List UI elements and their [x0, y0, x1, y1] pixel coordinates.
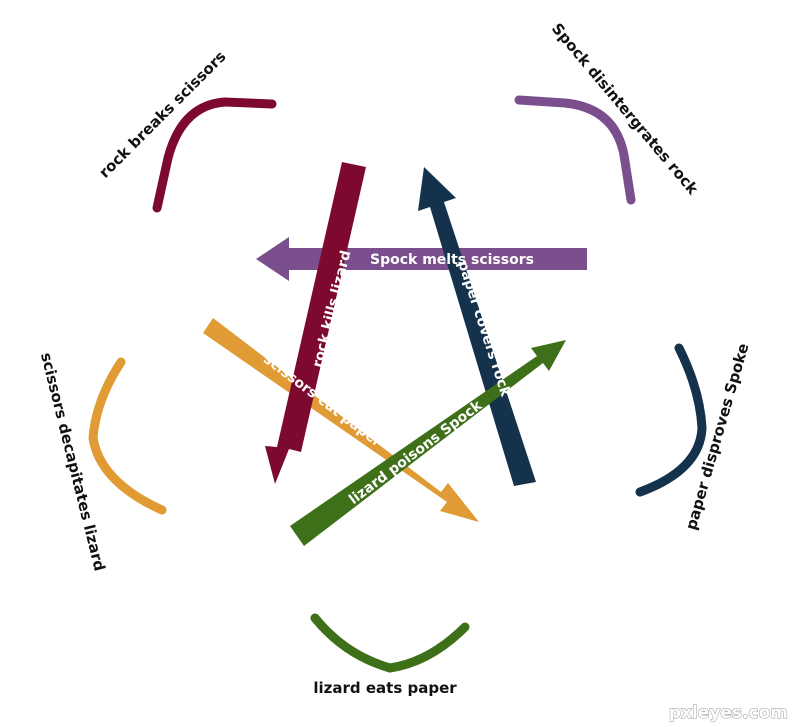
scissors-arc [88, 357, 167, 515]
spock-arc [514, 95, 636, 205]
paper-arc [635, 343, 707, 497]
lizard-poisons-spock-label: lizard poisons Spock [346, 397, 485, 508]
spock-melts-scissors-label: Spock melts scissors [370, 252, 534, 268]
scissors-cut-paper-arrow [203, 318, 479, 522]
lizard-arc [310, 613, 470, 673]
lizard-eats-paper-label: lizard eats paper [313, 679, 457, 697]
rock-arc [152, 97, 277, 213]
rock-breaks-scissors-label: rock breaks scissors [95, 47, 229, 181]
rock-kills-lizard-arrow [265, 162, 366, 484]
lizard-poisons-spock-arrow [290, 340, 566, 546]
watermark: pxleyes.com [669, 703, 788, 723]
paper-covers-rock-arrow [418, 167, 536, 486]
